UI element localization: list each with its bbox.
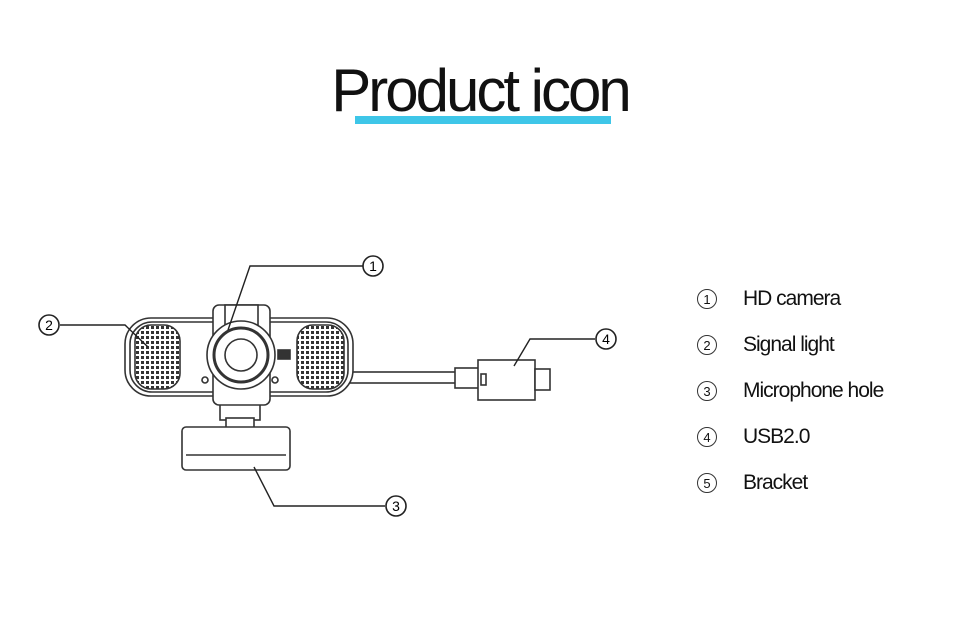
legend: 1 HD camera 2 Signal light 3 Microphone hol… — [697, 276, 884, 506]
callout-circle — [38, 314, 60, 336]
legend-item: 4 USB2.0 — [697, 414, 883, 460]
callout-circle — [595, 328, 617, 350]
usb-plug-mark — [480, 373, 487, 386]
callout-3: 3 — [385, 495, 407, 517]
usb-cable — [349, 371, 457, 384]
callout-number: 4 — [602, 331, 610, 347]
callout-circle — [385, 495, 407, 517]
legend-label: Microphone hole — [743, 379, 884, 402]
left-grille — [134, 324, 181, 390]
lens — [224, 338, 258, 372]
leader-line-2 — [60, 324, 149, 348]
legend-number: 5 — [697, 473, 717, 493]
legend-label: Signal light — [743, 333, 835, 356]
callout-number: 2 — [45, 317, 53, 333]
callout-circle — [362, 255, 384, 277]
legend-item: 5 Bracket — [697, 460, 883, 506]
callout-4: 4 — [595, 328, 617, 350]
right-grille — [296, 324, 345, 390]
legend-number: 1 — [697, 289, 717, 309]
signal-light — [271, 376, 279, 384]
legend-item: 2 Signal light — [697, 322, 883, 368]
legend-number: 2 — [697, 335, 717, 355]
hd-badge — [277, 349, 291, 360]
cable-strain-relief — [454, 367, 480, 389]
legend-number: 3 — [697, 381, 717, 401]
leader-line-3 — [253, 466, 385, 507]
leader-line-4 — [513, 338, 595, 367]
page-title: Product icon — [331, 57, 632, 124]
legend-number: 4 — [697, 427, 717, 447]
usb-plug-tip — [534, 368, 551, 391]
title-underline — [355, 116, 611, 124]
bracket-base — [181, 426, 291, 471]
callout-number: 3 — [392, 498, 400, 514]
legend-label: Bracket — [743, 471, 808, 494]
callout-number: 1 — [369, 258, 377, 274]
legend-label: HD camera — [743, 287, 841, 310]
leader-line-1 — [227, 265, 363, 331]
callout-1: 1 — [362, 255, 384, 277]
legend-item: 3 Microphone hole — [697, 368, 884, 414]
legend-label: USB2.0 — [743, 425, 810, 448]
legend-item: 1 HD camera — [697, 276, 883, 322]
microphone-hole — [201, 376, 209, 384]
callout-2: 2 — [38, 314, 60, 336]
